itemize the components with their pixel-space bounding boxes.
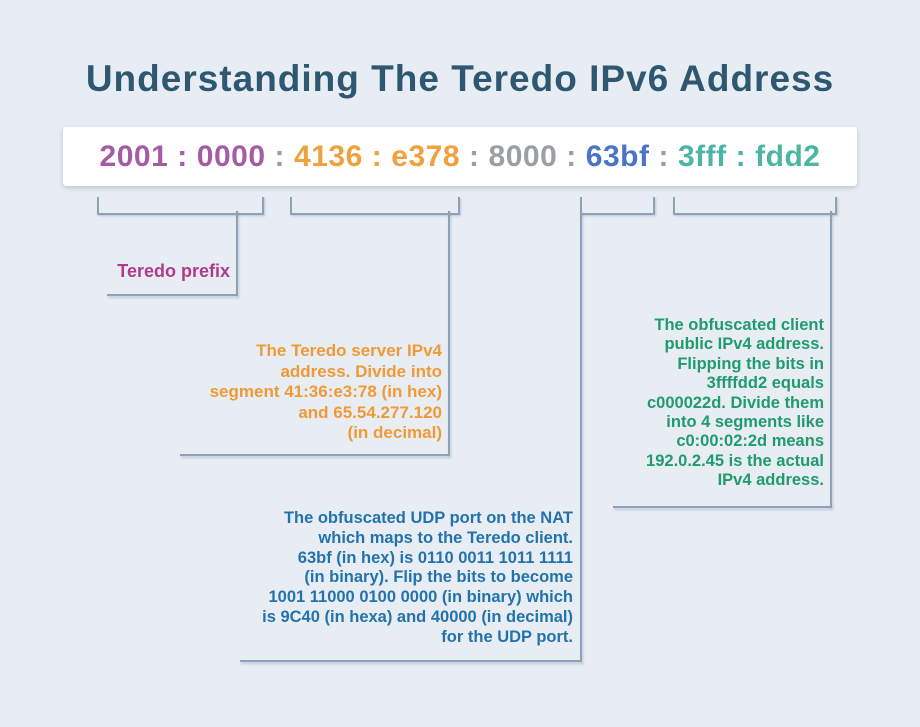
- server-ipv4-note: The Teredo server IPv4 address. Divide i…: [209, 341, 442, 442]
- underline-teredo-prefix: [107, 294, 238, 296]
- address-segment-e378: e378: [391, 139, 461, 173]
- address-segment-2001: 2001: [99, 139, 169, 173]
- address-segment-63bf: 63bf: [585, 139, 650, 173]
- bracket-teredo-prefix: [97, 197, 264, 215]
- address-segment-fdd2: fdd2: [755, 139, 821, 173]
- connector-udp-port: [580, 211, 582, 662]
- address-segment-0000: 0000: [196, 139, 266, 173]
- page-title: Understanding The Teredo IPv6 Address: [85, 58, 835, 99]
- underline-server-ipv4: [180, 454, 450, 456]
- bracket-client-ipv4: [673, 197, 837, 215]
- underline-client-ipv4: [613, 506, 832, 508]
- bracket-udp-port: [580, 197, 655, 215]
- connector-client-ipv4: [830, 211, 832, 508]
- teredo-prefix-label: Teredo prefix: [117, 261, 230, 281]
- address-segment-4136: 4136: [294, 139, 363, 173]
- address-segment-8000: 8000: [488, 139, 558, 173]
- connector-server-ipv4: [448, 211, 450, 456]
- address-colon: :: [177, 139, 188, 173]
- address-segment-3fff: 3fff: [677, 139, 727, 173]
- ipv6-address-bar: 2001:0000:4136:e378:8000:63bf:3fff:fdd2: [63, 127, 857, 186]
- address-colon: :: [371, 139, 383, 173]
- udp-port-note: The obfuscated UDP port on the NAT which…: [262, 509, 573, 646]
- connector-teredo-prefix: [236, 211, 238, 296]
- address-colon: :: [566, 139, 577, 173]
- address-colon: :: [658, 139, 669, 173]
- address-colon: :: [735, 139, 747, 173]
- address-colon: :: [274, 139, 286, 173]
- address-colon: :: [469, 139, 480, 173]
- bracket-server-ipv4: [290, 197, 460, 215]
- underline-udp-port: [240, 660, 582, 662]
- client-ipv4-note: The obfuscated client public IPv4 addres…: [646, 316, 824, 490]
